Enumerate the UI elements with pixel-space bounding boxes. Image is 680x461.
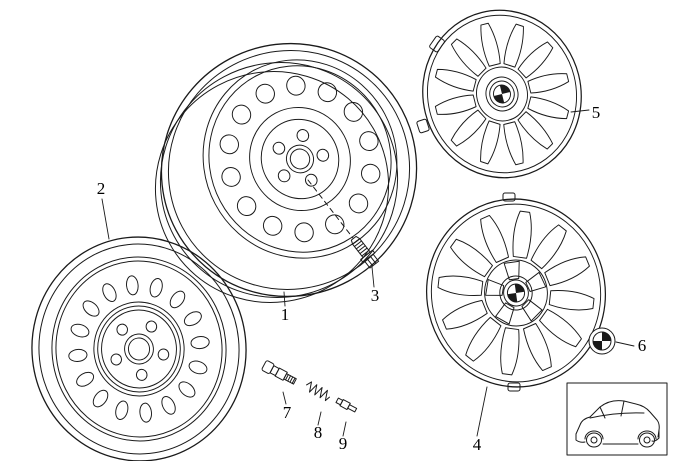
valve-spring-icon	[306, 381, 330, 402]
steel-wheel-three-quarter-view-icon	[154, 42, 418, 303]
leader-line-4	[476, 386, 488, 437]
callout-label-2[interactable]: 2	[97, 179, 106, 198]
car-body-thumbnail-icon	[575, 400, 660, 448]
callout-label-4[interactable]: 4	[473, 435, 482, 454]
leader-line-8	[317, 411, 322, 426]
callout-label-6[interactable]: 6	[638, 336, 647, 355]
callout-label-5[interactable]: 5	[592, 103, 601, 122]
steel-wheel-front-view-icon	[31, 236, 247, 461]
callout-label-7[interactable]: 7	[283, 403, 292, 422]
callout-label-9[interactable]: 9	[339, 434, 348, 453]
wheel-cover-three-quarter-view-icon	[416, 9, 582, 179]
bmw-emblem-icon	[486, 77, 518, 111]
car-thumbnail-box	[566, 382, 668, 456]
callout-label-8[interactable]: 8	[314, 423, 323, 442]
callout-label-1[interactable]: 1	[281, 305, 290, 324]
leader-line-3	[371, 266, 375, 288]
wheel-cover-front-view-icon	[425, 192, 607, 392]
leader-line-9	[342, 421, 347, 437]
leader-line-6	[615, 341, 635, 347]
bmw-emblem-icon	[588, 327, 616, 355]
bolt-alignment-dashed-line	[307, 179, 354, 239]
tire-valve-icon	[261, 360, 297, 385]
valve-core-icon	[335, 397, 358, 413]
leader-line-2	[101, 198, 110, 240]
callout-label-3[interactable]: 3	[371, 286, 380, 305]
leader-line-5	[570, 109, 590, 113]
wheel-bolt-icon	[350, 235, 380, 269]
leader-line-1	[283, 291, 286, 307]
leader-line-7	[282, 391, 287, 405]
